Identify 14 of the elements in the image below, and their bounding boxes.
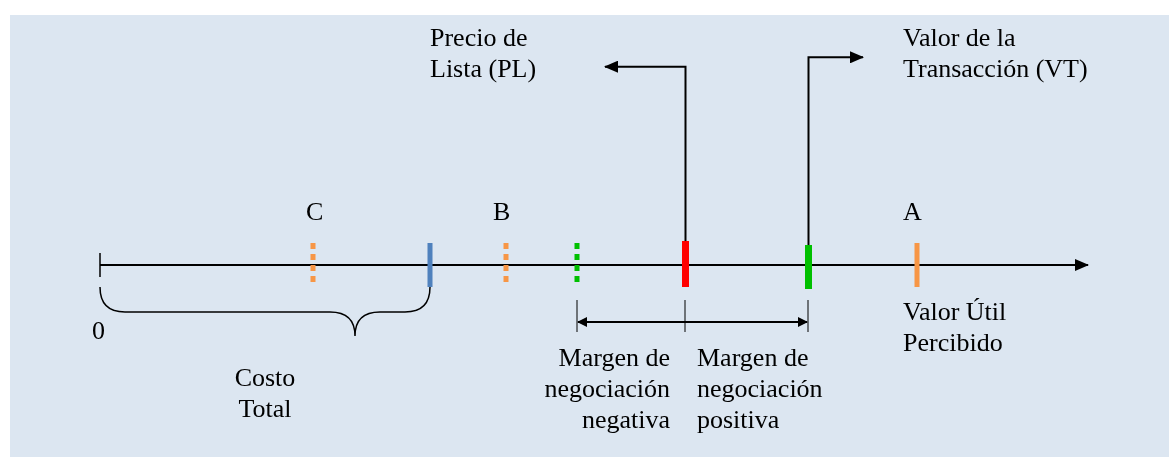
- point-label: A: [903, 196, 923, 227]
- margin-label: Margen de negociación negativa: [543, 342, 670, 435]
- callout-text: Valor de la Transacción (VT): [903, 22, 1135, 84]
- arrow: [807, 51, 864, 246]
- value-marker: [805, 245, 812, 289]
- point-label: B: [493, 196, 512, 227]
- point-description: Valor Útil Percibido: [903, 296, 1008, 358]
- margin-label: Margen de negociación positiva: [697, 342, 824, 435]
- axis-origin-label: 0: [92, 315, 106, 346]
- price-marker: [682, 241, 689, 287]
- brace-label: Costo Total: [233, 362, 297, 424]
- point-label: C: [306, 196, 325, 227]
- callout-text: Precio de Lista (PL): [430, 22, 575, 84]
- arrow: [604, 60, 687, 242]
